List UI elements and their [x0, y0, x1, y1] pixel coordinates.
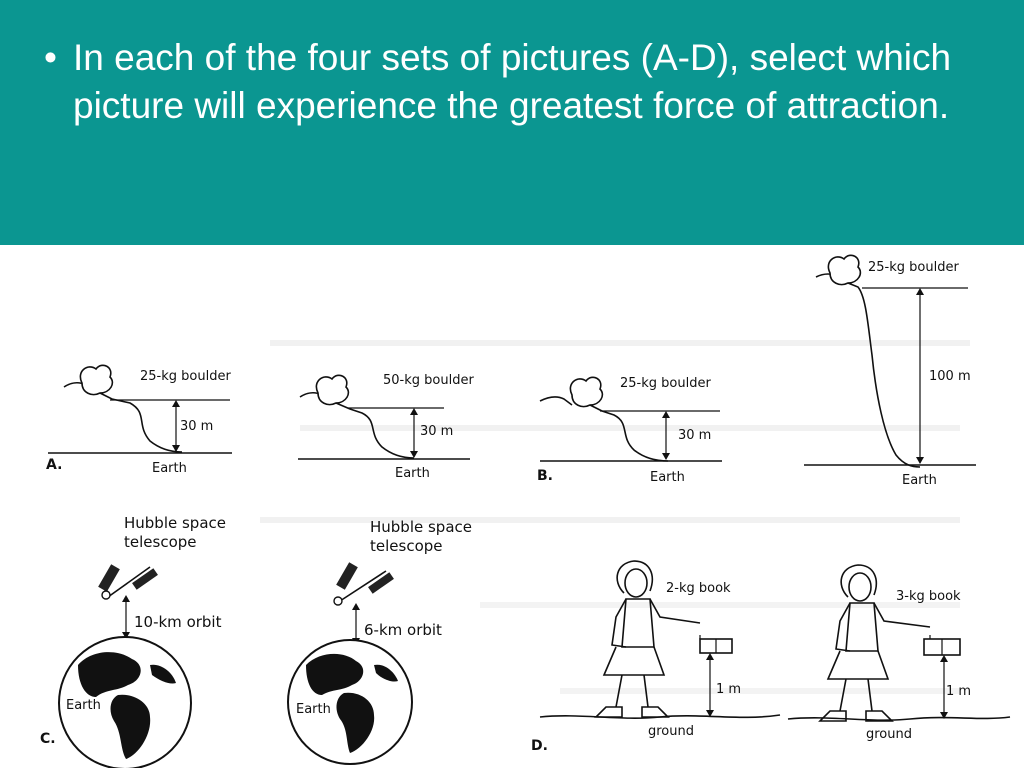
- boulder-icon: [79, 364, 114, 396]
- earth-globe-icon: [287, 639, 413, 765]
- boulder-icon: [569, 376, 604, 408]
- set-b-letter: B.: [537, 468, 553, 484]
- set-c-right-orbit: 6-km orbit: [364, 621, 442, 639]
- set-b: 25-kg boulder 30 m Earth B. 25-kg boulde…: [537, 254, 976, 488]
- set-d-right-panel: 3-kg book 1 m ground: [787, 564, 1011, 742]
- slide-header: • In each of the four sets of pictures (…: [0, 0, 1024, 245]
- set-d-left-panel: 2-kg book 1 m ground D.: [531, 560, 781, 754]
- worksheet-svg: 25-kg boulder 30 m Earth A. 50-kg boulde…: [40, 254, 1011, 768]
- book-icon: [699, 635, 733, 654]
- set-c-right-planet: Earth: [296, 702, 331, 717]
- earth-globe-icon: [58, 636, 192, 768]
- set-b-left-height: 30 m: [678, 428, 711, 443]
- set-a-right-height: 30 m: [420, 424, 453, 439]
- set-a-right-panel: 50-kg boulder 30 m Earth: [298, 373, 474, 481]
- instruction-text: In each of the four sets of pictures (A-…: [73, 37, 952, 126]
- set-a-right-base: Earth: [395, 466, 430, 481]
- set-c-right-object-line1: Hubble space: [370, 518, 472, 536]
- set-d-right-height: 1 m: [946, 684, 971, 699]
- set-d-right-mass: 3-kg book: [896, 589, 961, 604]
- set-d-right-base: ground: [866, 727, 912, 742]
- set-c-left-object-line1: Hubble space: [124, 514, 226, 532]
- boulder-icon: [315, 374, 350, 406]
- boulder-icon: [827, 254, 862, 286]
- set-d-letter: D.: [531, 738, 548, 754]
- set-b-right-panel: 25-kg boulder 100 m Earth: [804, 254, 976, 488]
- set-c-letter: C.: [40, 731, 56, 747]
- set-b-right-mass: 25-kg boulder: [868, 260, 959, 275]
- set-c-left-panel: Hubble space telescope 10-km orbit Earth…: [40, 514, 226, 768]
- book-icon: [923, 635, 961, 656]
- set-b-right-height: 100 m: [929, 369, 971, 384]
- set-a-left-panel: 25-kg boulder 30 m Earth A.: [46, 364, 232, 476]
- bullet-icon: •: [44, 37, 57, 78]
- set-a-left-height: 30 m: [180, 419, 213, 434]
- set-c-left-object-line2: telescope: [124, 533, 197, 551]
- girl-figure-icon: [594, 560, 701, 718]
- set-c-right-panel: Hubble space telescope 6-km orbit Earth: [287, 518, 472, 765]
- bleed-through-text: [260, 340, 970, 694]
- set-b-right-base: Earth: [902, 473, 937, 488]
- telescope-icon: [98, 564, 158, 600]
- set-d-left-mass: 2-kg book: [666, 581, 731, 596]
- set-a-letter: A.: [46, 457, 62, 473]
- set-b-left-base: Earth: [650, 470, 685, 485]
- set-d: 2-kg book 1 m ground D.: [531, 560, 1011, 754]
- instruction-bullet: • In each of the four sets of pictures (…: [44, 34, 974, 130]
- set-c-right-object-line2: telescope: [370, 537, 443, 555]
- set-b-left-panel: 25-kg boulder 30 m Earth B.: [537, 376, 722, 485]
- telescope-icon: [333, 562, 394, 606]
- set-a-left-base: Earth: [152, 461, 187, 476]
- set-a-right-mass: 50-kg boulder: [383, 373, 474, 388]
- set-c-left-planet: Earth: [66, 698, 101, 713]
- set-a: 25-kg boulder 30 m Earth A. 50-kg boulde…: [46, 364, 474, 481]
- set-d-left-height: 1 m: [716, 682, 741, 697]
- set-c: Hubble space telescope 10-km orbit Earth…: [40, 514, 472, 768]
- worksheet-figure: 25-kg boulder 30 m Earth A. 50-kg boulde…: [0, 245, 1024, 768]
- set-b-left-mass: 25-kg boulder: [620, 376, 711, 391]
- set-a-left-mass: 25-kg boulder: [140, 369, 231, 384]
- girl-figure-icon: [818, 564, 931, 722]
- set-d-left-base: ground: [648, 724, 694, 739]
- set-c-left-orbit: 10-km orbit: [134, 613, 222, 631]
